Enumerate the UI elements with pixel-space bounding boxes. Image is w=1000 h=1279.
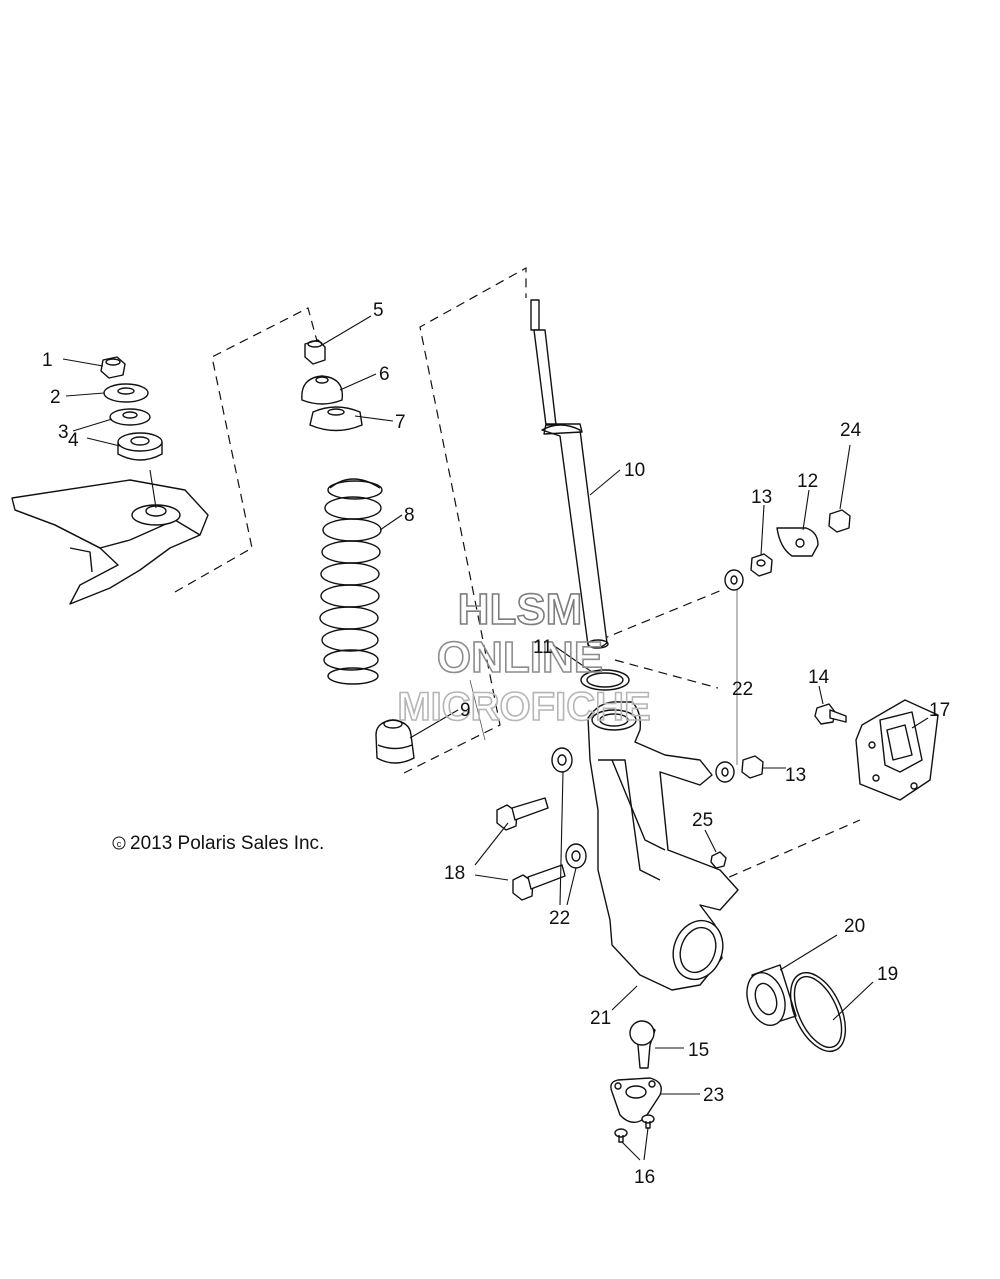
callout-11: 11 [533, 637, 553, 658]
coil-spring-8 [319, 478, 383, 685]
bolt-16-right [641, 1114, 655, 1129]
washer-22-lower [715, 761, 735, 783]
washer-22-bolt-lower [565, 843, 587, 869]
callout-18: 18 [444, 863, 465, 884]
nut-13-lower [741, 755, 764, 779]
snap-ring-19 [789, 972, 847, 1052]
callout-2: 2 [50, 387, 61, 408]
watermark-line-1: HLSM [458, 585, 583, 634]
callout-13-upper: 13 [751, 487, 772, 508]
nut-5 [304, 339, 326, 365]
watermark: HLSM ONLINE MICROFICHE [397, 584, 652, 730]
callout-12: 12 [797, 471, 818, 492]
grease-fitting-25 [710, 851, 727, 869]
mounting-plate-23 [610, 1077, 662, 1123]
bolt-18-upper [496, 797, 549, 831]
callout-24: 24 [840, 420, 862, 441]
washer-3 [109, 408, 151, 426]
leader-lines [62, 315, 929, 1161]
frame-mount [11, 469, 209, 605]
copyright-text: 2013 Polaris Sales Inc. [130, 833, 324, 854]
brake-caliper-17 [855, 699, 939, 801]
callout-6: 6 [379, 364, 390, 385]
callout-4: 4 [68, 430, 79, 451]
nut-24 [828, 509, 851, 533]
callout-25: 25 [692, 810, 713, 831]
nut-1 [100, 356, 126, 379]
spring-seat-7 [309, 406, 363, 432]
callout-23: 23 [703, 1085, 724, 1106]
clip-12 [776, 527, 819, 557]
callout-8: 8 [404, 505, 415, 526]
callout-10: 10 [624, 460, 645, 481]
washer-22-bolt-upper [551, 747, 573, 773]
copyright-icon [112, 836, 126, 850]
bump-stop-9 [375, 719, 415, 764]
callout-14: 14 [808, 667, 830, 688]
callout-21: 21 [590, 1008, 611, 1029]
callout-15: 15 [688, 1040, 709, 1061]
callout-16: 16 [634, 1167, 655, 1188]
copyright-notice: c 2013 Polaris Sales Inc. [112, 833, 324, 854]
callout-19: 19 [877, 964, 898, 985]
callout-9: 9 [460, 700, 471, 721]
callout-1: 1 [42, 350, 53, 371]
bolt-14 [814, 703, 847, 725]
steering-knuckle-21 [587, 701, 739, 991]
callout-20: 20 [844, 916, 865, 937]
ball-joint-15 [629, 1020, 656, 1069]
washer-22-upper [724, 569, 744, 591]
watermark-line-2: ONLINE [437, 633, 603, 682]
copyright-icon-glyph: c [117, 839, 122, 849]
callout-22-lower: 22 [549, 908, 570, 929]
callout-7: 7 [395, 412, 406, 433]
wheel-bearing-20 [746, 964, 797, 1026]
spring-retainer-6 [301, 375, 344, 405]
washer-2 [103, 383, 149, 403]
callout-22-upper: 22 [732, 679, 753, 700]
callout-13-lower: 13 [785, 765, 806, 786]
dashed-guide-lines [174, 266, 861, 896]
callout-17: 17 [929, 700, 950, 721]
bolt-18-lower [512, 864, 566, 901]
watermark-line-3: MICROFICHE [397, 685, 650, 729]
callout-3: 3 [58, 422, 69, 443]
shock-absorber-10 [530, 299, 609, 649]
nut-13-upper [750, 553, 773, 577]
o-ring-11 [580, 669, 630, 691]
callout-5: 5 [373, 300, 384, 321]
bushing-4 [117, 432, 163, 461]
callouts: 1 2 3 4 5 6 7 8 9 10 11 12 13 13 14 15 1… [42, 300, 950, 1188]
bolt-16-left [614, 1128, 628, 1143]
